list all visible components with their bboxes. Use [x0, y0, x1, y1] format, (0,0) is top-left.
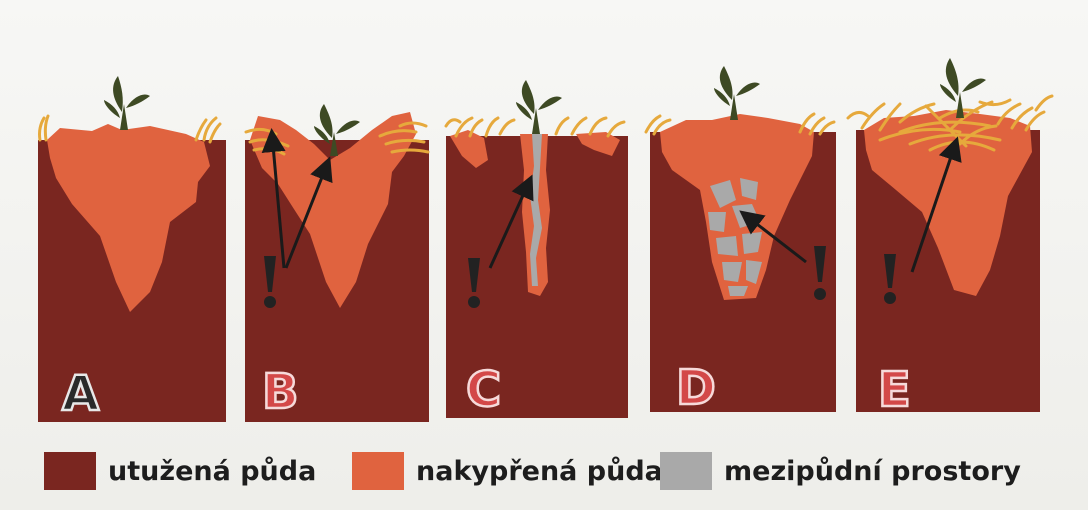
- legend-label-pore: mezipůdní prostory: [724, 456, 1021, 487]
- legend-swatch-loosened: [352, 452, 404, 490]
- legend-compacted-soil: utužená půda: [44, 448, 316, 494]
- panel-a: A: [38, 76, 226, 422]
- panel-a-letter: A: [62, 366, 99, 422]
- panel-c: C: [446, 80, 628, 418]
- panel-d-plant: [714, 66, 760, 120]
- panel-d-letter: D: [676, 360, 716, 416]
- panel-e-letter: E: [878, 362, 911, 418]
- legend-swatch-pore: [660, 452, 712, 490]
- legend-swatch-compacted: [44, 452, 96, 490]
- panel-b: B: [245, 104, 429, 422]
- legend-label-loosened: nakypřená půda: [416, 456, 663, 487]
- legend-loosened-soil: nakypřená půda: [352, 448, 663, 494]
- panel-b-letter: B: [262, 364, 299, 420]
- legend-pore-space: mezipůdní prostory: [660, 448, 1021, 494]
- panel-d: D: [646, 66, 836, 416]
- panel-c-plant: [516, 80, 562, 134]
- panel-a-plant: [104, 76, 150, 130]
- legend-label-compacted: utužená půda: [108, 456, 316, 487]
- panel-e: E: [848, 58, 1052, 418]
- panel-c-letter: C: [466, 362, 501, 418]
